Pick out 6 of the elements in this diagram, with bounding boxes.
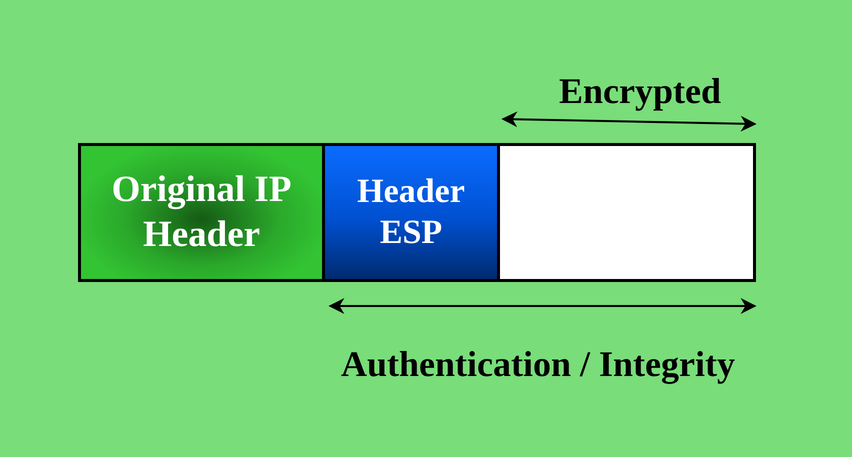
span-label: Authentication / Integrity <box>341 343 735 385</box>
header-box <box>78 143 325 282</box>
header-label: Header ESP <box>356 172 466 252</box>
header-label: Original IP Header <box>110 168 292 256</box>
header-box <box>322 143 500 282</box>
span-label: Encrypted <box>559 70 721 112</box>
